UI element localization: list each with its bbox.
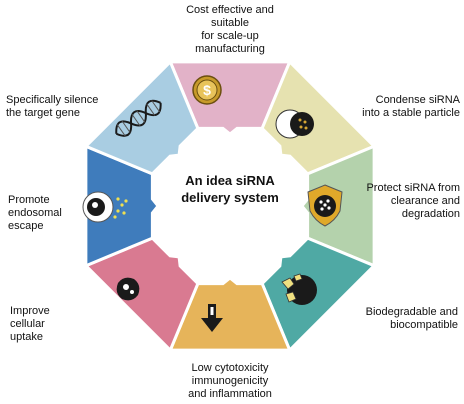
broken-particle-icon bbox=[281, 273, 317, 305]
svg-text:$: $ bbox=[203, 82, 211, 98]
down-arrow-warning-icon bbox=[201, 304, 223, 332]
dna-icon bbox=[115, 99, 162, 137]
label-toxicity: Low cytotoxicity immunogenicity and infl… bbox=[188, 362, 272, 400]
label-biodeg: Biodegradable and biocompatible bbox=[365, 306, 458, 331]
label-escape: Promote endosomal escape bbox=[8, 194, 62, 232]
coin-dollar-icon: $ bbox=[192, 75, 222, 105]
label-protect: Protect siRNA from clearance and degrada… bbox=[366, 182, 460, 220]
particle-icon bbox=[275, 109, 314, 139]
center-title: An idea siRNA delivery system bbox=[181, 173, 279, 205]
label-cost: Cost effective and suitable for scale-up… bbox=[186, 4, 274, 55]
label-uptake: Improve cellular uptake bbox=[10, 305, 50, 343]
endosome-escape-icon bbox=[82, 191, 128, 223]
label-condense: Condense siRNA into a stable particle bbox=[362, 94, 460, 119]
cell-uptake-icon bbox=[116, 277, 140, 301]
label-silence: Specifically silence the target gene bbox=[6, 94, 99, 119]
shield-icon bbox=[307, 184, 343, 227]
